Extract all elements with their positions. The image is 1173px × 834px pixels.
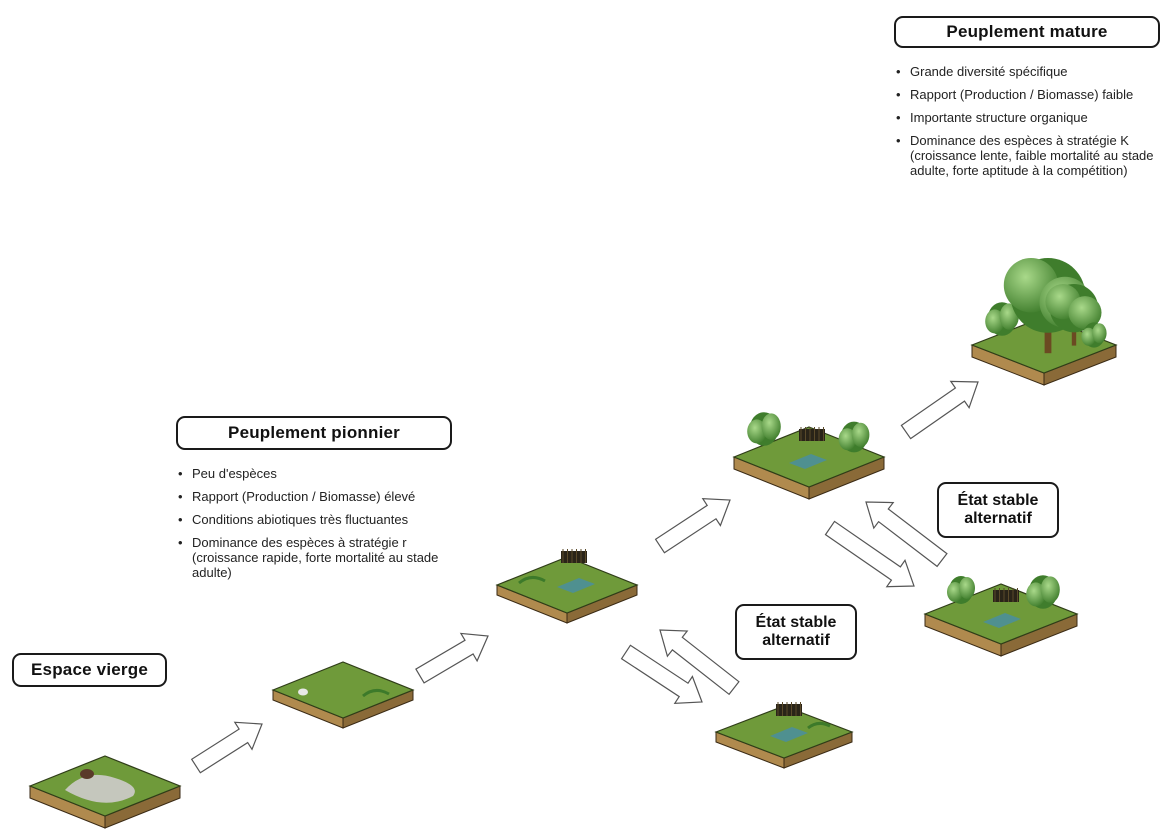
stage-title-peuplement-pionnier: Peuplement pionnier [176, 416, 452, 450]
bush-icon [747, 412, 781, 446]
arrow-vierge-to-early [190, 721, 263, 774]
pionnier-characteristic-2: Rapport (Production / Biomasse) élevé [178, 489, 468, 504]
arrow-intermediate-to-alternative-upper [824, 520, 915, 588]
water-patch [983, 613, 1021, 628]
bush-icon [1026, 575, 1060, 609]
arrow-alternative-upper-to-intermediate [865, 501, 948, 568]
tile-espace-vierge [28, 755, 182, 829]
arrow-intermediate-to-mature [900, 380, 979, 440]
bush-icon [1081, 322, 1107, 348]
tiles-layer [28, 258, 1118, 829]
alternative-state-label-upper: État stable alternatif [937, 482, 1059, 538]
mature-characteristic-1: Grande diversité spécifique [896, 64, 1172, 79]
arrow-early-to-pionnier [415, 632, 489, 684]
stage-title-peuplement-mature: Peuplement mature [894, 16, 1160, 48]
arrows-layer [190, 380, 979, 774]
tile-intermediate [732, 412, 886, 500]
pionnier-characteristic-1: Peu d'espèces [178, 466, 468, 481]
bush-icon [947, 576, 975, 604]
bush-icon [838, 421, 870, 453]
tile-alternative-state-lower [714, 702, 854, 769]
tile-alternative-state-upper [923, 575, 1079, 657]
water-patch [557, 578, 595, 593]
mature-characteristics-list: Grande diversité spécifique Rapport (Pro… [896, 64, 1172, 186]
fence-icon [799, 427, 825, 441]
fence-icon [993, 588, 1019, 602]
mature-characteristic-4: Dominance des espèces à stratégie K (cro… [896, 133, 1155, 178]
fence-icon [561, 549, 587, 563]
stage-title-text: Peuplement pionnier [228, 423, 400, 442]
pionnier-characteristic-3: Conditions abiotiques très fluctuantes [178, 512, 468, 527]
alternative-state-line1: État stable [957, 492, 1039, 509]
arrow-pionnier-to-intermediate [654, 498, 731, 554]
mature-characteristic-3: Importante structure organique [896, 110, 1172, 125]
alternative-state-label-lower: État stable alternatif [735, 604, 857, 660]
arrow-pionnier-to-alternative-lower [620, 644, 703, 704]
stage-title-espace-vierge: Espace vierge [12, 653, 167, 687]
fence-icon [776, 702, 802, 716]
pionnier-characteristics-list: Peu d'espèces Rapport (Production / Biom… [178, 466, 468, 588]
stage-title-text: Espace vierge [31, 660, 148, 679]
water-patch [789, 454, 827, 469]
tree-icon [1045, 284, 1102, 346]
stage-title-text: Peuplement mature [946, 22, 1108, 41]
pionnier-characteristic-4: Dominance des espèces à stratégie r (cro… [178, 535, 457, 580]
water-patch [770, 727, 808, 742]
alternative-state-line2: alternatif [964, 510, 1032, 527]
mature-characteristic-2: Rapport (Production / Biomasse) faible [896, 87, 1172, 102]
tile-pionnier [495, 549, 639, 624]
tile-pionnier-early [271, 661, 415, 729]
tile-peuplement-mature [970, 258, 1118, 386]
arrow-alternative-lower-to-pionnier [659, 629, 740, 696]
alternative-state-line1: État stable [755, 614, 837, 631]
alternative-state-line2: alternatif [762, 632, 830, 649]
